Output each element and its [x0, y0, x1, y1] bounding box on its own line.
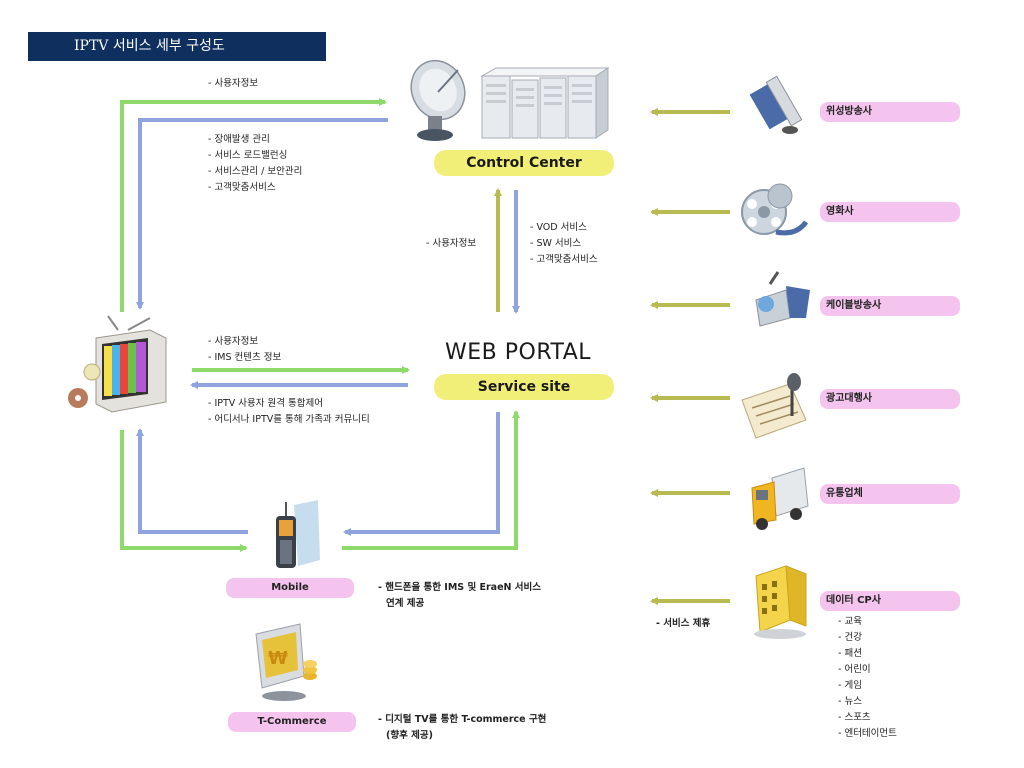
note-line: - IMS 컨텐츠 정보 [208, 352, 282, 363]
server-rack-icon [480, 67, 610, 139]
note-line: (향후 제공) [386, 730, 433, 741]
satellite-dish-icon [410, 59, 466, 141]
note-line: - VOD 서비스 [530, 222, 587, 233]
note-line: - 서비스관리 / 보안관리 [208, 166, 303, 177]
note-line: - 어디서나 IPTV를 통해 가족과 커뮤니티 [208, 414, 370, 425]
cp-category: - 건강 [838, 632, 862, 643]
satellite-icon [749, 75, 803, 134]
cp-category: - 패션 [838, 648, 862, 659]
web-portal-heading: WEB PORTAL [445, 340, 592, 365]
mobile-phone-icon [276, 500, 320, 568]
note-line: - 서비스 로드밸런싱 [208, 150, 288, 161]
arrow-mobile-to-tv [136, 428, 248, 534]
note-vod-services: - VOD 서비스 - SW 서비스 - 고객맞춤서비스 [530, 220, 598, 268]
cable-camera-icon [755, 271, 810, 327]
arrow-control-to-tv [136, 118, 388, 310]
provider-label-ad-agency: 광고대행사 [820, 389, 960, 409]
newspaper-mic-icon [741, 373, 807, 439]
film-reel-icon [741, 183, 809, 236]
note-line: - 핸드폰을 통한 IMS 및 EraeN 서비스 [378, 582, 541, 593]
note-line: - 고객맞춤서비스 [208, 182, 276, 193]
cp-category: - 뉴스 [838, 696, 862, 707]
provider-label-film: 영화사 [820, 202, 960, 222]
truck-icon [751, 467, 809, 530]
note-tcommerce-desc: - 디지털 TV를 통한 T-commerce 구현 (향후 제공) [378, 712, 546, 744]
diagram-title: IPTV 서비스 세부 구성도 [28, 32, 326, 61]
cp-category: - 스포츠 [838, 712, 871, 723]
provider-label-satellite: 위성방송사 [820, 102, 960, 122]
cp-category: - 교육 [838, 616, 862, 627]
mobile-label: Mobile [226, 578, 354, 598]
note-center-user-info: - 사용자정보 [426, 238, 477, 249]
cp-category: - 어린이 [838, 664, 871, 675]
cp-category-list: - 교육 - 건강 - 패션 - 어린이 - 게임 - 뉴스 - 스포츠 - 엔… [838, 614, 897, 742]
service-site-label: Service site [434, 374, 614, 400]
arrow-mobile-to-portal [342, 410, 520, 550]
note-service-partner: - 서비스 제휴 [656, 618, 711, 629]
note-control-services: - 장애발생 관리 - 서비스 로드밸런싱 - 서비스관리 / 보안관리 - 고… [208, 132, 302, 196]
tcommerce-monitor-icon: ₩ [255, 623, 317, 701]
note-top-user-info: - 사용자정보 [208, 78, 259, 89]
arrow-tv-to-mobile [120, 430, 248, 552]
tcommerce-label: T-Commerce [228, 712, 356, 732]
note-line: - IPTV 사용자 원격 통합제어 [208, 398, 323, 409]
note-line: - 디지털 TV를 통한 T-commerce 구현 [378, 714, 547, 725]
provider-label-data-cp: 데이터 CP사 [820, 591, 960, 611]
note-line: - SW 서비스 [530, 238, 582, 249]
cp-category: - 게임 [838, 680, 862, 691]
provider-label-cable: 케이블방송사 [820, 296, 960, 316]
svg-text:₩: ₩ [268, 648, 288, 669]
control-center-label: Control Center [434, 150, 614, 176]
provider-label-distribution: 유통업체 [820, 484, 960, 504]
cp-category: - 엔터테이먼트 [838, 728, 897, 739]
note-portal-out: - IPTV 사용자 원격 통합제어 - 어디서나 IPTV를 통해 가족과 커… [208, 396, 370, 428]
note-line: 연계 제공 [386, 598, 425, 609]
note-line: - 사용자정보 [208, 336, 259, 347]
building-icon [754, 565, 807, 639]
arrow-tv-to-control [120, 98, 387, 312]
note-line: - 장애발생 관리 [208, 134, 270, 145]
note-mobile-desc: - 핸드폰을 통한 IMS 및 EraeN 서비스 연계 제공 [378, 580, 541, 612]
retro-tv-icon [68, 315, 167, 413]
note-portal-in: - 사용자정보 - IMS 컨텐츠 정보 [208, 334, 281, 366]
arrow-portal-to-mobile [343, 412, 500, 536]
note-line: - 고객맞춤서비스 [530, 254, 598, 265]
